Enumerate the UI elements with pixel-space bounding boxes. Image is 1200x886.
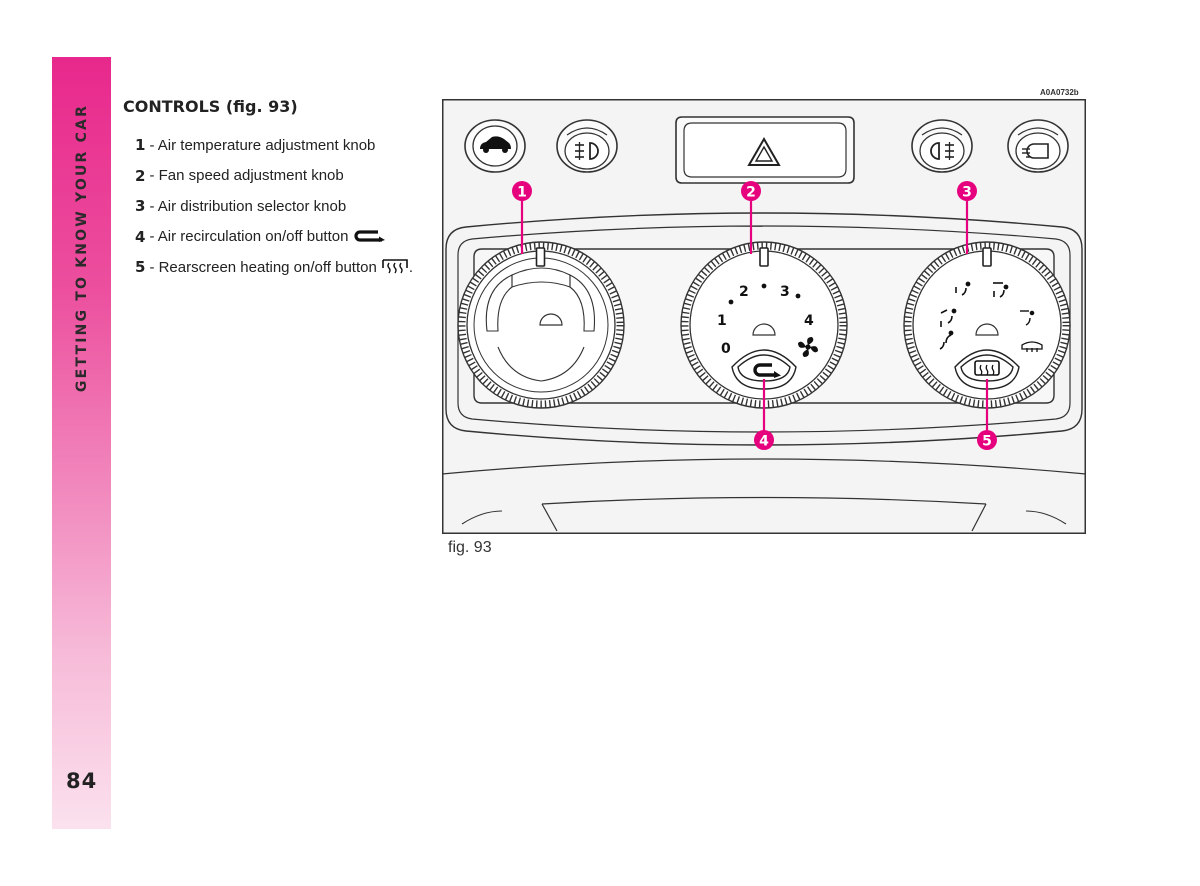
temperature-knob [457, 241, 625, 409]
callout-1-label: 1 [517, 185, 527, 201]
legend-item: 2 - Fan speed adjustment knob [135, 161, 413, 192]
headlamp-icon [1022, 143, 1049, 159]
climate-control-figure: 0 1 2 3 4 [442, 99, 1086, 534]
legend-text: - Rearscreen heating on/off button [149, 258, 377, 276]
fan-scale-2: 2 [739, 284, 749, 300]
fan-speed-knob: 0 1 2 3 4 [680, 241, 848, 409]
rear-fog-switch [556, 119, 618, 173]
air-mode-icon-screen [1020, 310, 1035, 326]
callout-leaders [520, 199, 989, 431]
callout-5-label: 5 [982, 434, 992, 450]
recirculation-icon [352, 228, 386, 246]
legend-text: - Air recirculation on/off button [149, 228, 349, 246]
air-distribution-knob [903, 241, 1071, 409]
rearscreen-heating-button [954, 349, 1020, 390]
hazard-housing [675, 116, 855, 184]
legend-number: 1 [135, 136, 146, 155]
legend-item: 3 - Air distribution selector knob [135, 191, 413, 222]
section-title: GETTING TO KNOW YOUR CAR [52, 98, 111, 398]
legend-item: 1 - Air temperature adjustment knob [135, 130, 413, 161]
recirculation-button [731, 349, 797, 390]
callout-4-label: 4 [759, 434, 769, 450]
front-fog-light-icon [930, 142, 954, 160]
section-title-text: GETTING TO KNOW YOUR CAR [73, 103, 90, 393]
boot-release-switch [464, 119, 526, 173]
legend-suffix: . [408, 258, 413, 276]
front-fog-switch [911, 119, 973, 173]
callout-3: 3 [957, 181, 977, 201]
rear-defrost-icon [381, 256, 409, 278]
rear-fog-light-icon [575, 142, 599, 160]
windscreen-defrost-icon [1021, 341, 1043, 352]
legend-text: - Fan speed adjustment knob [149, 167, 344, 185]
controls-legend: 1 - Air temperature adjustment knob 2 - … [135, 130, 413, 283]
controls-heading: CONTROLS (fig. 93) [123, 97, 298, 116]
air-mode-icon-face [955, 281, 971, 296]
legend-number: 3 [135, 197, 146, 216]
figure-code: A0A0732b [1040, 88, 1079, 97]
callout-3-label: 3 [962, 185, 972, 201]
legend-text: - Air distribution selector knob [149, 197, 347, 215]
legend-number: 2 [135, 166, 146, 185]
callout-2-label: 2 [746, 185, 756, 201]
callout-2: 2 [741, 181, 761, 201]
car-boot-icon [480, 136, 511, 153]
callout-5: 5 [977, 430, 997, 450]
air-mode-icon-screen-feet [993, 282, 1009, 298]
callout-4: 4 [754, 430, 774, 450]
fan-scale-4: 4 [804, 313, 814, 329]
fan-scale-0: 0 [721, 341, 731, 357]
air-mode-icon-face-feet [940, 308, 957, 327]
page-number: 84 [66, 769, 98, 793]
legend-item: 5 - Rearscreen heating on/off button . [135, 252, 413, 283]
legend-item: 4 - Air recirculation on/off button [135, 222, 413, 253]
fan-icon [798, 337, 818, 357]
air-mode-icon-feet [939, 330, 954, 350]
legend-number: 5 [135, 258, 146, 277]
figure-caption: fig. 93 [448, 539, 492, 556]
fan-scale-3: 3 [780, 284, 790, 300]
hazard-icon [747, 136, 781, 166]
legend-text: - Air temperature adjustment knob [149, 136, 376, 154]
sidebar-band [52, 57, 111, 829]
fan-scale-1: 1 [717, 313, 727, 329]
headlamp-alignment-switch [1007, 119, 1069, 173]
callout-1: 1 [512, 181, 532, 201]
legend-number: 4 [135, 227, 146, 246]
